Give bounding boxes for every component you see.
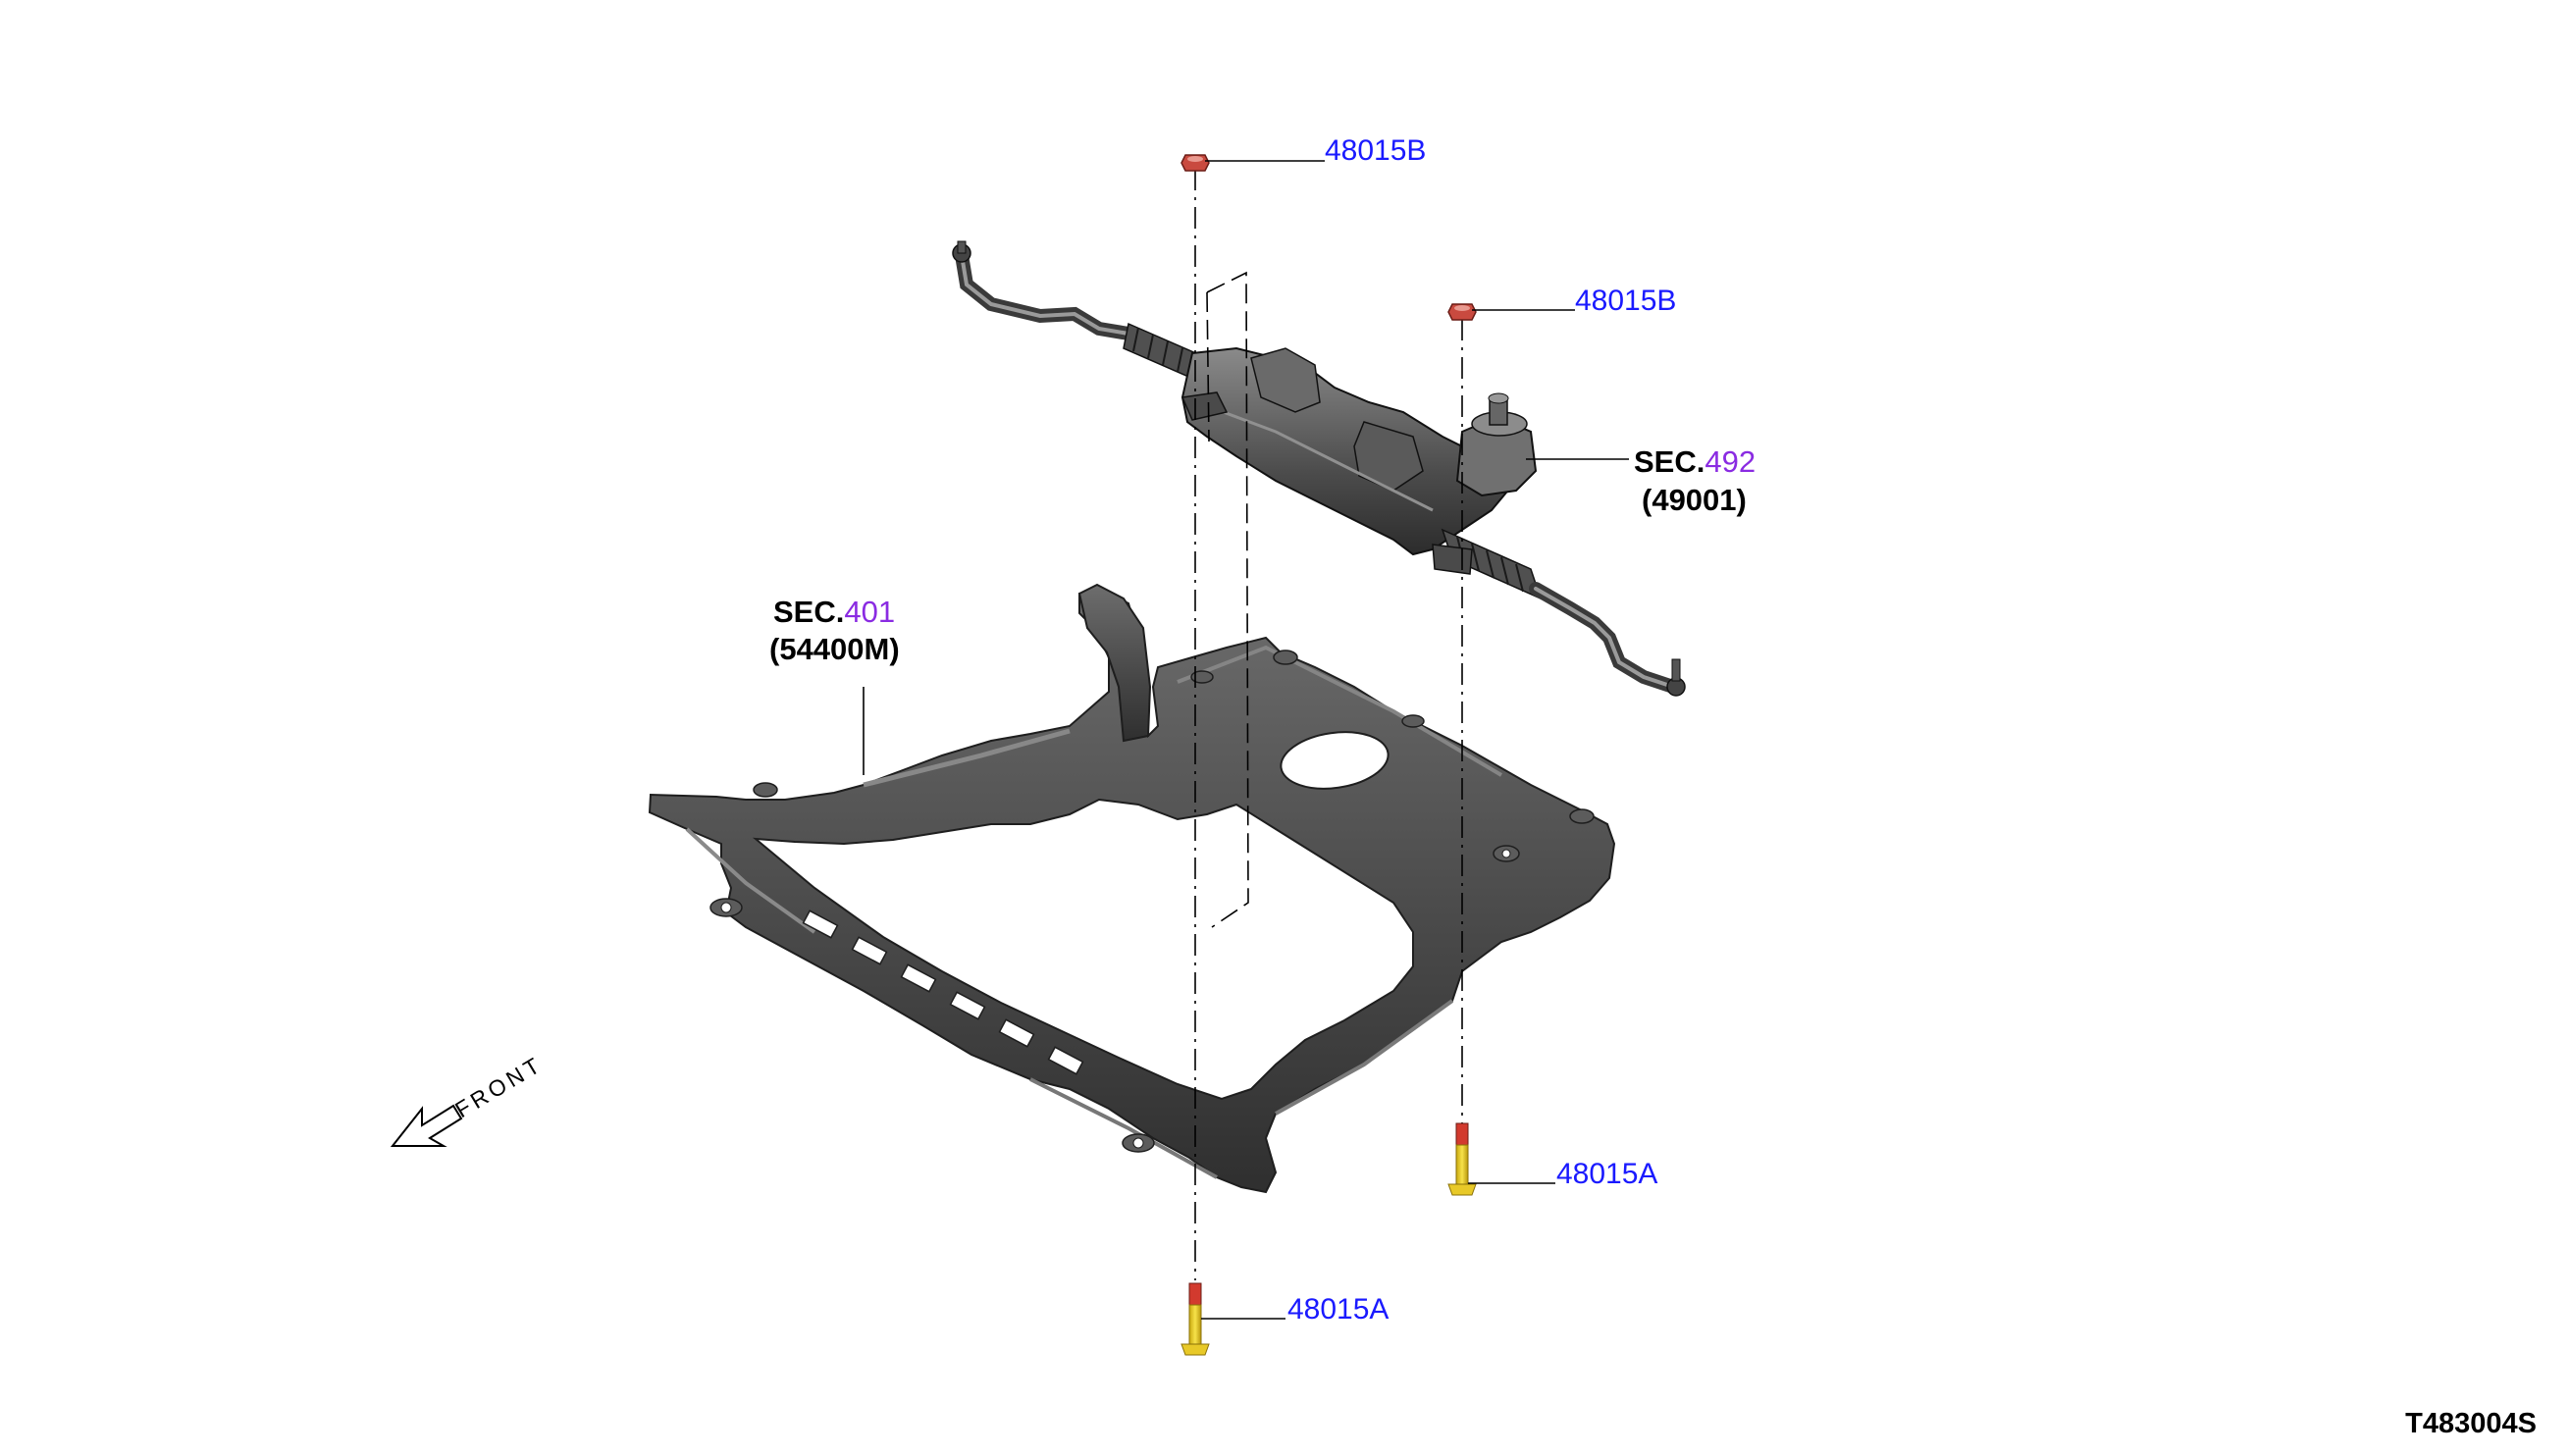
front-suspension-member	[648, 583, 1616, 1194]
flange-nut-right[interactable]	[1447, 303, 1477, 321]
section-prefix: SEC.	[773, 595, 844, 629]
part-number-steering-gear: (49001)	[1642, 483, 1747, 517]
bolt-right[interactable]	[1447, 1122, 1477, 1196]
section-number-401[interactable]: 401	[844, 595, 895, 629]
bolt-axis-lines	[1194, 169, 1463, 1280]
callout-48015b-left[interactable]: 48015B	[1325, 134, 1426, 167]
diagram-code: T483004S	[2405, 1408, 2537, 1439]
callout-48015b-right[interactable]: 48015B	[1575, 285, 1676, 317]
section-number-492[interactable]: 492	[1705, 444, 1756, 479]
section-ref-member: SEC.401	[773, 595, 895, 629]
section-prefix: SEC.	[1634, 444, 1705, 479]
bolt-left[interactable]	[1180, 1282, 1210, 1356]
leader-lines	[863, 160, 1629, 1320]
front-arrow-icon	[390, 1104, 463, 1147]
part-number-member: (54400M)	[769, 632, 900, 666]
front-direction-indicator: FRONT	[390, 1051, 548, 1147]
callout-48015a-left[interactable]: 48015A	[1287, 1293, 1389, 1326]
callout-48015a-right[interactable]: 48015A	[1556, 1158, 1657, 1190]
bracket-outline	[1206, 271, 1249, 928]
flange-nut-left[interactable]	[1180, 154, 1210, 172]
section-ref-steering-gear: SEC.492	[1634, 444, 1756, 479]
steering-gear-assembly	[952, 240, 1686, 697]
front-label: FRONT	[450, 1051, 547, 1122]
